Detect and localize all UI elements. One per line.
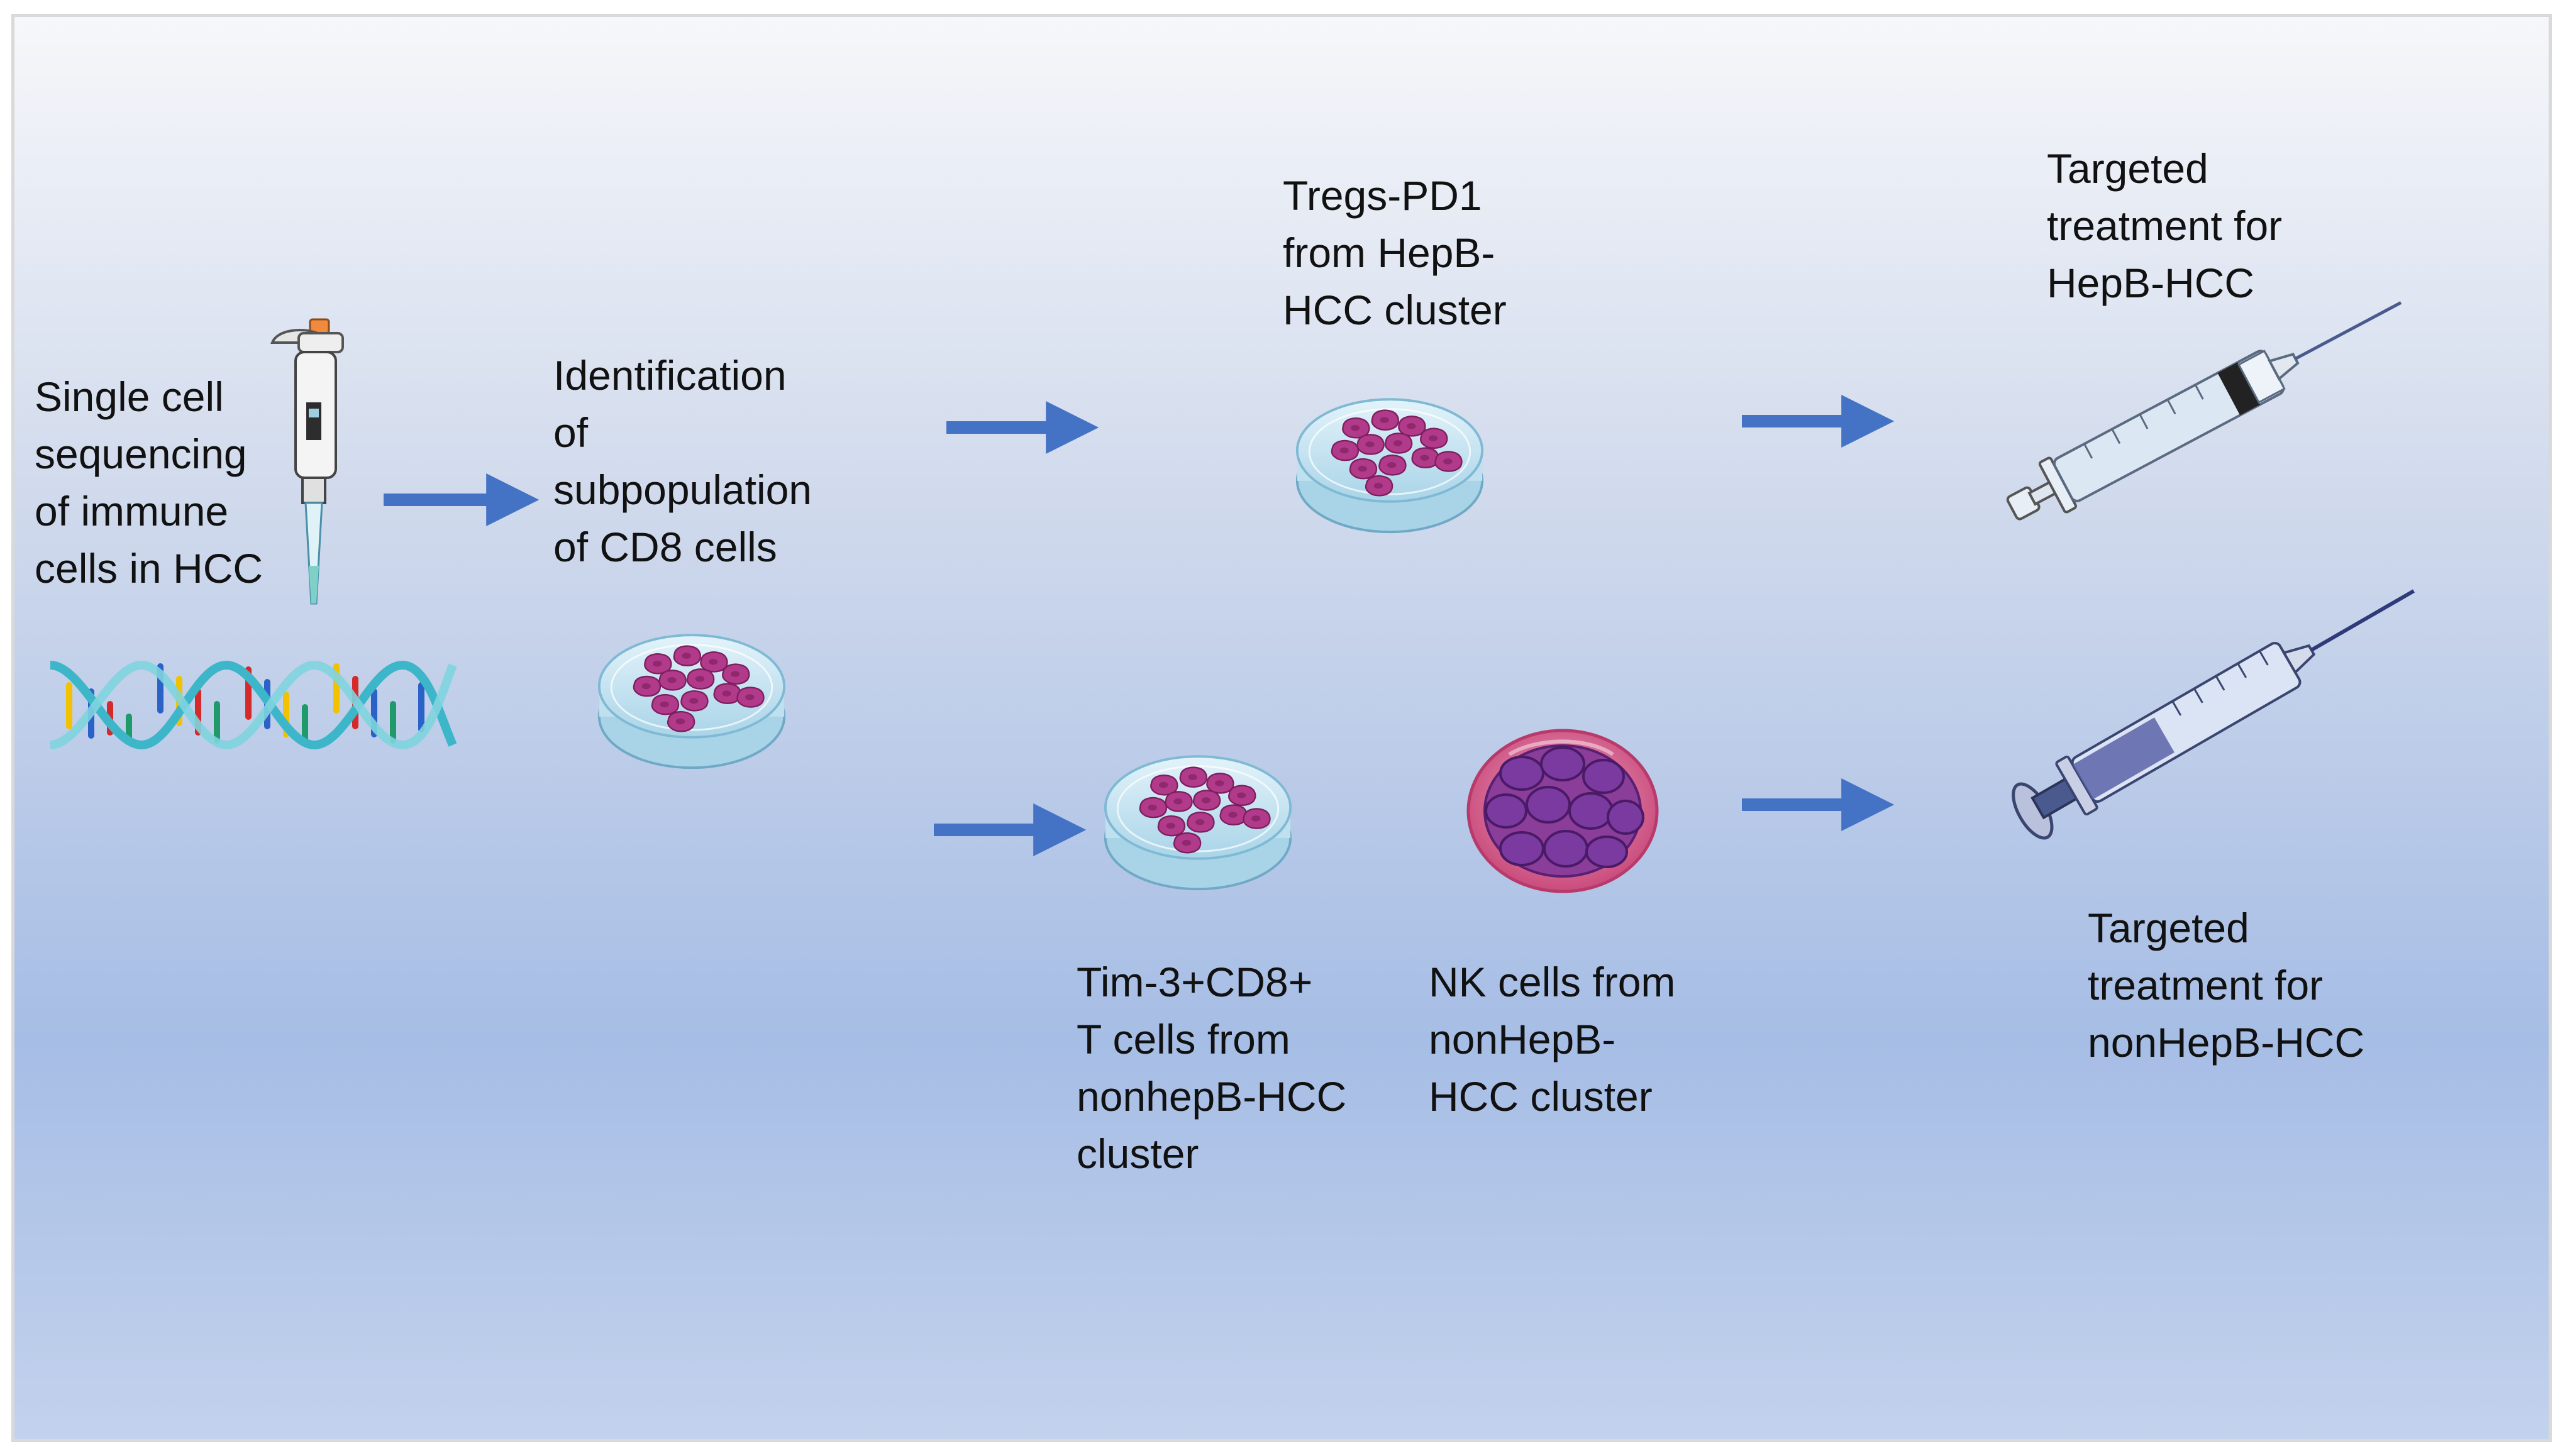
nk-cell-cluster-icon [1466,729,1659,893]
label-nk-cells: NK cells from nonHepB- HCC cluster [1429,959,1676,1120]
label-treatment-nonhepb: Targeted treatment for nonHepB-HCC [2088,905,2365,1066]
petri-dish-icon [1105,756,1290,889]
petri-dish-icon [1297,399,1482,532]
label-tregs-pd1: Tregs-PD1 from HepB- HCC cluster [1283,172,1507,333]
dna-helix-icon [50,660,457,750]
syringe-icon [2006,301,2402,521]
syringe-icon [2012,589,2415,840]
label-tim3-cd8: Tim-3+CD8+ T cells from nonhepB-HCC clus… [1077,959,1347,1177]
label-identification-cd8: Identification of subpopulation of CD8 c… [553,352,812,570]
label-single-cell-sequencing: Single cell sequencing of immune cells i… [35,373,263,592]
petri-dish-icon [599,635,784,768]
pipette-icon [270,318,344,605]
label-treatment-hepb: Targeted treatment for HepB-HCC [2047,145,2283,306]
